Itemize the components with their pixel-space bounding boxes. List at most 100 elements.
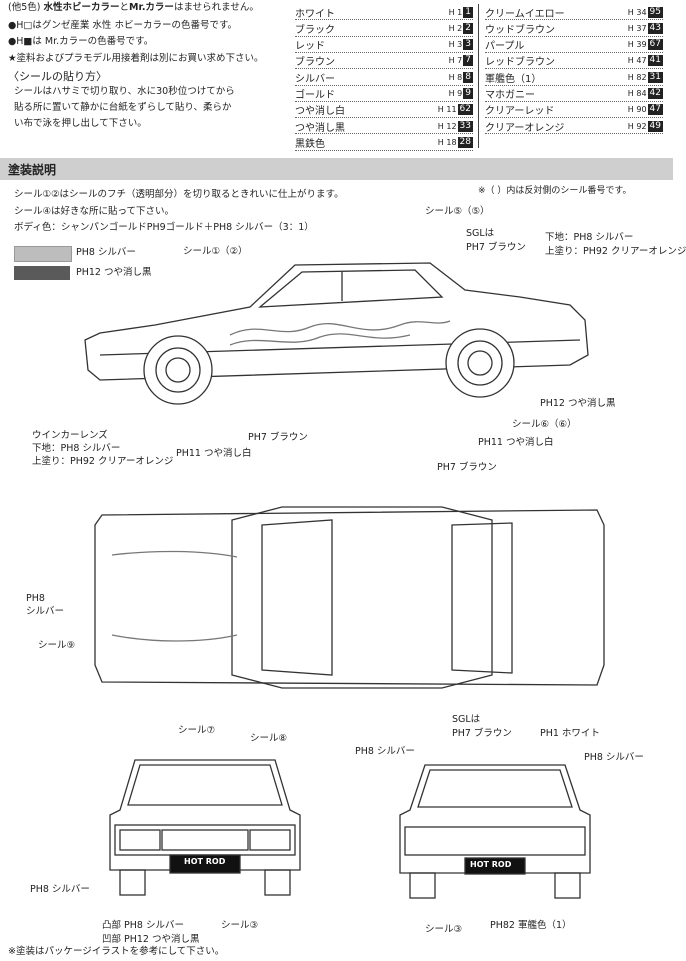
row-divider <box>485 84 663 86</box>
row-divider <box>485 117 663 119</box>
color-name: ホワイト <box>295 8 335 20</box>
mr-color-code: 28 <box>457 136 473 148</box>
rear-plate-text: HOT ROD <box>470 860 512 869</box>
label-seal-5-5: シール⑤（⑤） <box>425 206 490 217</box>
label-matte-white-left: PH11 つや消し白 <box>176 448 252 459</box>
hobby-color-code: H 34 <box>627 7 647 17</box>
label-rear-sgl-brown: PH7 ブラウン <box>452 728 512 739</box>
swatch-silver <box>14 246 72 262</box>
hobby-color-code: H 92 <box>627 121 647 131</box>
mr-color-code: 7 <box>463 55 473 67</box>
label-seal-7: シール⑦ <box>178 725 216 736</box>
section-bar <box>0 158 673 180</box>
header-and: と <box>119 2 130 13</box>
front-plate-text: HOT ROD <box>184 857 226 866</box>
hobby-color-code: H 8 <box>448 72 463 82</box>
row-divider <box>485 133 663 135</box>
label-rear-gunmetal: PH82 軍艦色（1） <box>490 920 572 931</box>
label-seal-6-6: シール⑥（⑥） <box>512 419 577 430</box>
label-front-silver: PH8 シルバー <box>30 884 90 895</box>
row-divider <box>485 35 663 37</box>
header-note-1: (他5色) 水性ホビーカラーとMr.カラーはませられません。 <box>8 2 259 13</box>
label-base-silver: 下地：PH8 シルバー <box>545 232 634 243</box>
mr-color-code: 62 <box>457 104 473 116</box>
section-title: 塗装説明 <box>8 163 57 177</box>
mr-color-code: 49 <box>647 120 663 132</box>
label-matte-black-side: PH12 つや消し黒 <box>540 398 616 409</box>
header-prefix: (他5色) <box>8 2 41 13</box>
label-sgl-brown: PH7 ブラウン <box>466 242 526 253</box>
color-name: ゴールド <box>295 90 335 101</box>
hobby-color-code: H 37 <box>627 23 647 33</box>
legend-matte-black: PH12 つや消し黒 <box>76 267 152 278</box>
instruction-line-2: シール④は好きな所に貼って下さい。 <box>14 206 175 217</box>
sticker-line-1: シールはハサミで切り取り、水に30秒位つけてから <box>14 86 235 97</box>
mr-color-code: 43 <box>647 22 663 34</box>
hobby-color-code: H 12 <box>437 121 457 131</box>
color-name: 黒鉄色 <box>295 138 325 150</box>
label-rear-sgl: SGLは <box>452 714 481 725</box>
color-name: レッド <box>295 41 325 53</box>
instruction-line-3: ボディ色：シャンパンゴールドPH9ゴールド＋PH8 シルバー（3：1） <box>14 222 314 233</box>
label-turn-lens: ウインカーレンズ <box>32 430 108 441</box>
mr-color-code: 3 <box>463 39 473 51</box>
hobby-color-code: H 3 <box>448 40 463 50</box>
color-name: マホガニー <box>485 90 535 101</box>
label-front-seal-3: シール③ <box>221 920 259 931</box>
label-top-silver: シルバー <box>26 606 65 617</box>
label-front-convex: 凸部 PH8 シルバー <box>102 920 184 931</box>
mr-color-code: 95 <box>647 6 663 18</box>
instruction-note-right: ※（ ）内は反対側のシール番号です。 <box>478 186 632 196</box>
row-divider <box>295 100 473 102</box>
brand-hobby-color: 水性ホビーカラー <box>43 2 120 13</box>
mr-color-code: 9 <box>463 88 473 99</box>
mr-color-code: 33 <box>457 120 473 132</box>
mr-color-code: 41 <box>647 55 663 67</box>
label-seal-1-2: シール①（②） <box>183 246 248 257</box>
color-name: ブラウン <box>295 57 335 69</box>
color-table-divider <box>478 4 479 148</box>
label-top-brown: PH7 ブラウン <box>437 462 497 473</box>
row-divider <box>485 19 663 21</box>
row-divider <box>295 68 473 70</box>
label-seal-8: シール⑧ <box>250 733 288 744</box>
label-rear-white: PH1 ホワイト <box>540 728 600 739</box>
label-sgl: SGLは <box>466 228 495 239</box>
hobby-color-code: H 39 <box>627 40 647 50</box>
color-name: レッドブラウン <box>485 57 555 69</box>
hobby-color-code: H 90 <box>627 105 647 115</box>
row-divider <box>485 51 663 53</box>
color-name: クリームイエロー <box>485 8 565 20</box>
sticker-line-3: い布で泳を押し出して下さい。 <box>14 118 147 129</box>
mr-color-code: 8 <box>463 71 473 83</box>
label-brown-mid: PH7 ブラウン <box>248 432 308 443</box>
row-divider <box>485 100 663 102</box>
row-divider <box>295 19 473 21</box>
hobby-color-code: H 7 <box>448 56 463 66</box>
label-top-orange: 上塗り：PH92 クリアーオレンジ <box>545 246 686 257</box>
color-name: クリアーレッド <box>485 106 555 118</box>
header-note-4: ★塗料およびプラモデル用接着剤は別にお買い求め下さい。 <box>8 53 264 64</box>
sticker-line-2: 貼る所に置いて静かに台紙をずらして貼り、柔らか <box>14 102 232 113</box>
label-rear-seal-3: シール③ <box>425 924 463 935</box>
header-note-2: ●H□はグンゼ産業 水性 ホビーカラーの色番号です。 <box>8 20 237 31</box>
color-name: 軍艦色（1） <box>485 73 542 85</box>
label-turn-base: 下地：PH8 シルバー <box>32 443 121 454</box>
mr-color-code: 2 <box>463 22 473 34</box>
mr-color-code: 1 <box>463 6 473 18</box>
car-top-view <box>94 506 605 689</box>
row-divider <box>295 51 473 53</box>
